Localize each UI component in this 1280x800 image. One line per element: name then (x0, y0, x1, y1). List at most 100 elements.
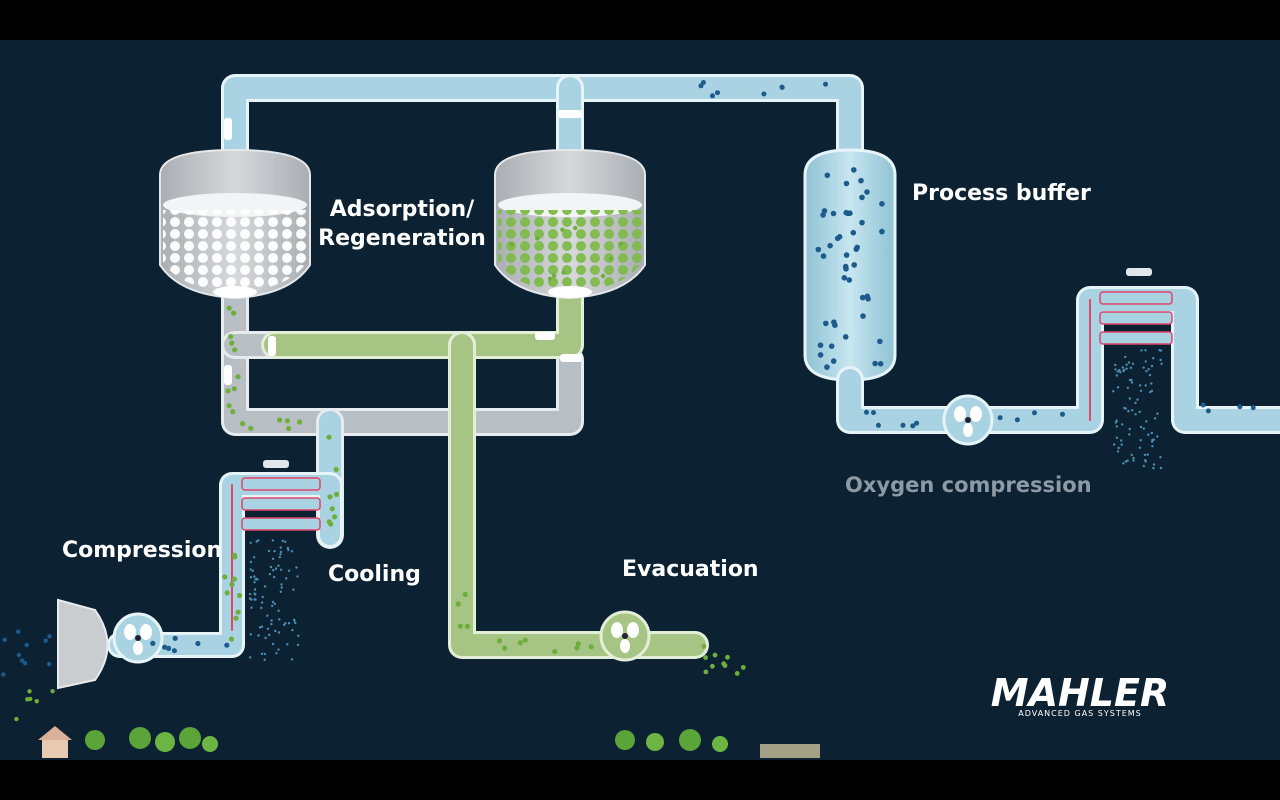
gas-particle (228, 333, 234, 340)
gas-particle (266, 614, 269, 617)
gas-particle (25, 697, 30, 702)
gas-particle (821, 208, 828, 214)
gas-particle (294, 621, 297, 625)
gas-particle (1121, 423, 1124, 426)
gas-particle (1116, 450, 1120, 453)
gas-particle (1144, 460, 1148, 463)
gas-particle (287, 622, 291, 625)
gas-particle (547, 276, 553, 281)
gas-particle (249, 633, 252, 636)
gas-particle (287, 569, 291, 572)
valve-stub (224, 365, 232, 385)
gas-particle (1132, 459, 1135, 462)
gas-particle (820, 253, 827, 259)
gas-particle (275, 652, 278, 655)
gas-particle (828, 343, 835, 350)
gas-particle (859, 294, 866, 301)
gas-particle (249, 656, 252, 659)
gas-particle (712, 652, 718, 658)
gas-particle (462, 591, 468, 598)
gas-particle (231, 386, 237, 392)
gas-particle (574, 645, 580, 651)
gas-particle (551, 273, 557, 278)
gas-particle (171, 648, 177, 654)
gas-particle (1, 672, 6, 677)
gas-particles (1, 80, 1256, 722)
evacuation-blower (599, 610, 651, 662)
gas-particle (235, 374, 241, 380)
gas-particle (290, 550, 294, 553)
gas-particle (914, 420, 920, 426)
gas-particle (237, 592, 243, 599)
gas-particle (455, 601, 461, 607)
gas-particle (249, 541, 252, 544)
gas-particle (1150, 431, 1154, 435)
gas-particle (249, 576, 253, 579)
gas-particle (255, 540, 258, 543)
gas-particle (263, 658, 266, 661)
gas-particle (827, 242, 833, 249)
gas-particle (858, 177, 864, 184)
gas-particle (286, 546, 290, 550)
gas-particle (261, 595, 264, 599)
gas-particle (272, 575, 276, 579)
gas-particle (279, 590, 282, 593)
gas-particle (1143, 453, 1147, 457)
gas-particle (879, 228, 885, 235)
gas-particle (1138, 384, 1142, 387)
gas-particle (224, 590, 230, 596)
gas-particle (225, 388, 231, 394)
gas-particle (1139, 389, 1143, 392)
gas-particle (575, 641, 581, 647)
gas-particle (295, 566, 298, 569)
label-process-buffer: Process buffer (912, 181, 1091, 206)
gas-particle (50, 689, 55, 694)
gas-particle (1150, 382, 1153, 385)
gas-particle (229, 340, 235, 346)
gas-particle (260, 606, 263, 610)
gas-particle (1060, 411, 1065, 417)
gas-particle (875, 422, 881, 428)
gas-particle (1128, 427, 1131, 431)
gas-particle (278, 618, 281, 621)
gas-particle (282, 623, 286, 627)
gas-particle (150, 640, 156, 647)
gas-particle (1152, 438, 1156, 441)
gas-particle (277, 609, 280, 612)
gas-particle (1151, 445, 1154, 448)
gas-particle (1149, 390, 1152, 394)
gas-particle (296, 575, 299, 578)
compression-blower (112, 612, 164, 664)
gas-particle (284, 622, 287, 625)
gas-particle (1112, 390, 1115, 393)
gas-particle (270, 622, 273, 626)
compression-pipe (107, 472, 343, 658)
gas-particle (24, 642, 29, 648)
gas-particle (1152, 466, 1155, 470)
gas-particle (195, 640, 201, 647)
gas-particle (831, 319, 837, 326)
gas-particle (296, 643, 300, 647)
gas-particle (1130, 381, 1134, 384)
gas-particle (271, 557, 275, 560)
gas-particle (588, 644, 594, 650)
gas-particle (1144, 349, 1147, 352)
gas-particle (1116, 386, 1120, 389)
gas-particle (269, 565, 273, 569)
gas-particle (1156, 412, 1159, 415)
cooler-heat-exchanger (241, 460, 321, 531)
gas-particle (560, 227, 565, 232)
gas-particle (250, 606, 253, 609)
gas-particle (272, 569, 275, 572)
gas-particle (27, 689, 32, 694)
gas-particle (271, 600, 275, 604)
gas-particle (522, 637, 528, 643)
gas-particle (287, 548, 290, 552)
gas-particle (274, 629, 277, 633)
gas-particle (608, 256, 614, 261)
gas-particle (278, 556, 281, 559)
gas-particle (270, 619, 273, 622)
valve-stub (268, 336, 276, 356)
gas-particle (1114, 421, 1118, 424)
gas-particle (1118, 368, 1121, 372)
